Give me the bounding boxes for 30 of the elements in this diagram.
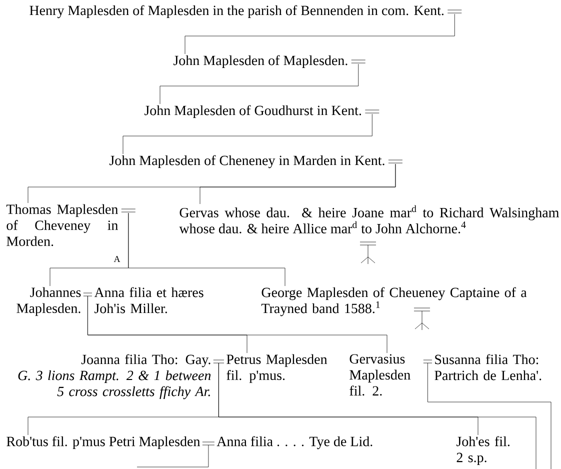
marriage-line — [213, 360, 224, 364]
pedigree-entry: John Maplesden of Cheneney in Marden in Kent. — [110, 155, 384, 168]
descent-line — [136, 444, 209, 468]
descent-line — [122, 114, 372, 154]
marriage-line — [202, 442, 215, 446]
pedigree-entry: John Maplesden of Goudhurst in Kent. — [144, 105, 362, 118]
pedigree-entry: Henry Maplesden of Maplesden in the parish of Bennenden in com. Kent. — [30, 5, 444, 18]
reference-letter: A — [114, 256, 120, 262]
pedigree-entry: Thomas Maplesden of Cheveney in Morden. — [6, 204, 118, 246]
descent-line — [160, 64, 359, 104]
pedigree-entry: Johannes Maplesden. — [16, 287, 81, 316]
descent-line — [218, 362, 536, 469]
pedigree-entry: Anna filia et hæres Joh'is Miller. — [94, 287, 204, 314]
descent-line — [128, 212, 286, 286]
pedigree-entry: Petrus Maplesden fil. p'mus. — [226, 354, 328, 383]
pedigree-entry: Gervas whose dau. & heire Joane mar$^{d}$ to Richard Walsingham whose dau. & heire Allice mar$^{d}$ to John Alchorne.$^{4}$ — [179, 205, 560, 234]
pedigree-entry: Anna filia . . . . Tye de Lid. — [216, 436, 372, 450]
pedigree-entry: Susanna filia Tho: Partrich de Lenha'. — [434, 354, 542, 380]
descent-line — [428, 362, 552, 469]
pedigree-entry: Joh'es fil. 2 s.p. — [456, 436, 510, 466]
descent-line — [184, 14, 455, 54]
descent-line — [200, 164, 396, 204]
pedigree-entry: John Maplesden of Maplesden. — [174, 55, 348, 68]
pedigree-entry: George Maplesden of Cheueney Captaine of a Trayned band 1588.$^{1}$ — [261, 287, 527, 316]
marriage-line — [423, 360, 432, 364]
pedigree-entry: Joanna filia Tho: Gay. G. 3 lions Rampt. 2 & 1 between 5 cross crossletts ffichy Ar. — [18, 354, 211, 400]
descent-line — [88, 296, 388, 354]
pedigree-entry: Rob'tus fil. p'mus Petri Maplesden — [6, 436, 200, 450]
marriage-line — [83, 292, 92, 296]
pedigree-entry: Gervasius Maplesden fil. 2. — [350, 354, 410, 396]
